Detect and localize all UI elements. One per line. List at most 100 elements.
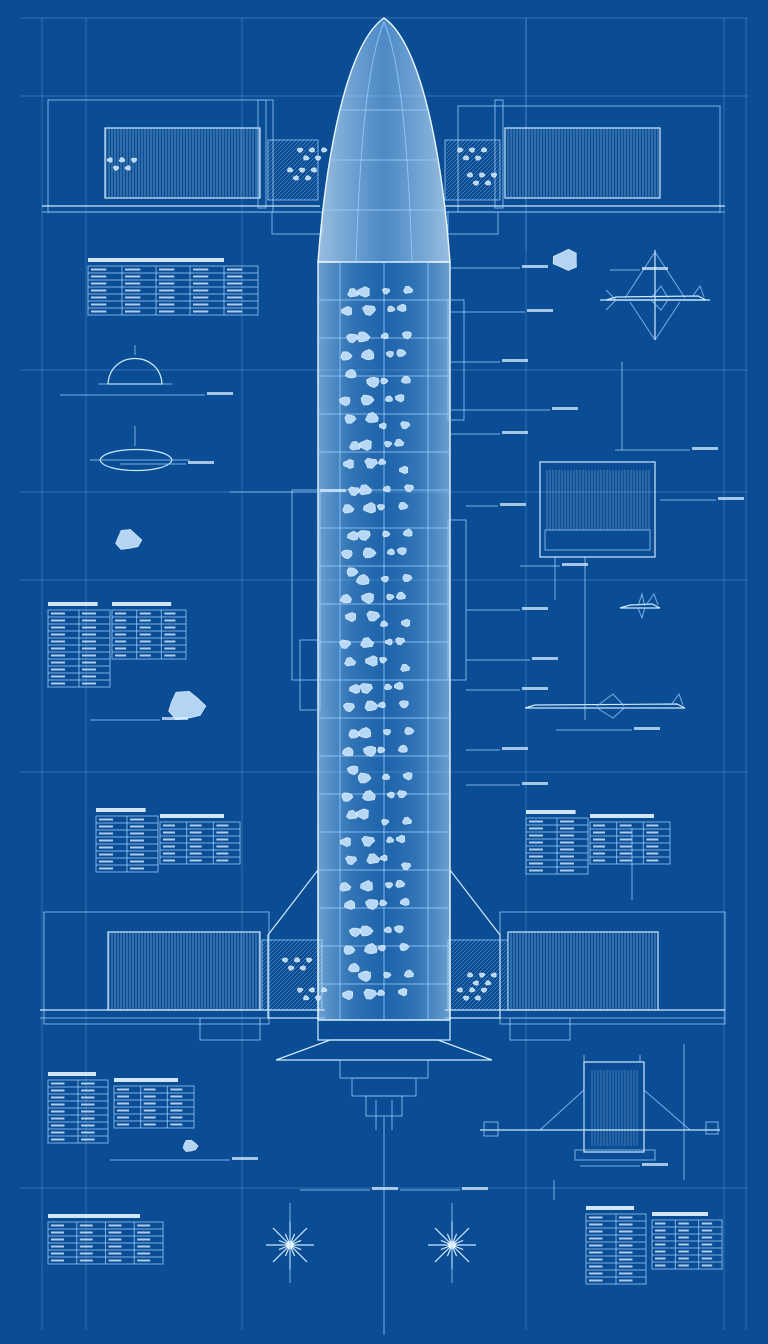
asteroid-icon: [395, 591, 407, 600]
asteroid-icon: [346, 809, 359, 820]
asteroid-icon: [346, 567, 359, 577]
asteroid-icon: [380, 377, 389, 385]
asteroid-icon: [364, 700, 379, 712]
asteroid-icon: [376, 504, 386, 511]
label-bar: [522, 687, 548, 690]
label-bar: [532, 657, 558, 660]
asteroid-icon: [393, 925, 404, 934]
asteroid-icon: [386, 548, 395, 556]
aircraft-icon: [619, 592, 661, 620]
asteroid-icon: [484, 980, 492, 986]
asteroid-icon: [364, 457, 379, 469]
asteroid-icon: [348, 486, 361, 497]
data-table: [589, 814, 671, 865]
label-bar: [552, 407, 578, 410]
asteroid-icon: [363, 943, 378, 955]
asteroid-icon: [357, 772, 372, 784]
label-bar: [522, 265, 548, 268]
asteroid-icon: [472, 980, 479, 986]
asteroid-icon: [381, 818, 390, 826]
asteroid-icon: [182, 1139, 199, 1152]
asteroid-icon: [347, 962, 360, 973]
asteroid-icon: [112, 165, 120, 171]
asteroid-icon: [281, 957, 288, 963]
asteroid-icon: [398, 501, 409, 510]
asteroid-icon: [339, 639, 352, 649]
data-table: [113, 1078, 195, 1129]
asteroid-icon: [379, 854, 388, 862]
asteroid-icon: [468, 987, 476, 993]
asteroid-icon: [366, 610, 381, 622]
asteroid-icon: [361, 592, 374, 604]
asteroid-icon: [341, 746, 354, 757]
asteroid-icon: [456, 987, 463, 993]
asteroid-icon: [314, 155, 322, 161]
data-table: [47, 1214, 164, 1265]
asteroid-icon: [130, 157, 138, 163]
table-heading-bar: [112, 602, 172, 606]
table-heading-bar: [160, 814, 224, 818]
asteroid-icon: [344, 414, 357, 424]
asteroid-icon: [356, 808, 369, 820]
asteroid-icon: [480, 987, 488, 993]
asteroid-icon: [397, 744, 408, 753]
asteroid-icon: [384, 638, 393, 646]
table-heading-bar: [48, 602, 98, 606]
asteroid-icon: [341, 792, 354, 802]
table-heading-bar: [526, 810, 576, 814]
label-bar: [320, 489, 346, 492]
asteroid-icon: [457, 147, 464, 153]
label-bar: [502, 431, 528, 434]
aircraft-icon: [524, 692, 686, 719]
data-table: [159, 814, 241, 865]
asteroid-icon: [386, 791, 395, 799]
asteroid-icon: [400, 421, 411, 430]
asteroid-icon: [293, 957, 301, 963]
asteroid-icon: [479, 172, 486, 178]
asteroid-icon: [365, 899, 379, 910]
asteroid-icon: [398, 700, 409, 709]
table-heading-bar: [48, 1072, 96, 1076]
asteroid-icon: [490, 172, 497, 178]
asteroid-icon: [168, 690, 207, 721]
asteroid-icon: [396, 349, 407, 357]
asteroid-icon: [400, 862, 412, 871]
label-bar: [502, 747, 528, 750]
data-table: [651, 1212, 723, 1270]
asteroid-icon: [362, 790, 376, 801]
asteroid-icon: [385, 836, 395, 844]
data-table: [585, 1206, 647, 1285]
asteroid-icon: [363, 502, 376, 514]
data-table: [525, 810, 589, 875]
asteroid-icon: [362, 305, 376, 316]
asteroid-icon: [339, 882, 352, 892]
data-table: [47, 1072, 109, 1144]
asteroid-icon: [385, 350, 394, 358]
asteroid-icon: [365, 655, 378, 667]
asteroid-icon: [376, 989, 386, 997]
asteroid-icon: [292, 175, 299, 181]
label-bar: [642, 267, 668, 270]
asteroid-icon: [382, 485, 391, 493]
data-table: [47, 602, 111, 688]
asteroid-icon: [380, 332, 389, 340]
asteroid-icon: [340, 549, 353, 560]
asteroid-icon: [377, 746, 386, 754]
asteroid-icon: [380, 575, 389, 583]
table-heading-bar: [88, 258, 224, 262]
asteroid-icon: [383, 971, 392, 979]
asteroid-icon: [377, 701, 386, 709]
asteroid-icon: [474, 995, 481, 1001]
asteroid-icon: [400, 663, 411, 672]
label-bar: [634, 727, 660, 730]
asteroid-icon: [124, 165, 131, 171]
asteroid-icon: [362, 745, 377, 757]
label-bar: [527, 309, 553, 312]
asteroid-icon: [360, 880, 373, 892]
table-heading-bar: [114, 1078, 178, 1082]
data-table: [87, 258, 259, 316]
asteroid-icon: [340, 351, 353, 361]
asteroid-icon: [402, 574, 413, 582]
asteroid-icon: [383, 926, 392, 934]
